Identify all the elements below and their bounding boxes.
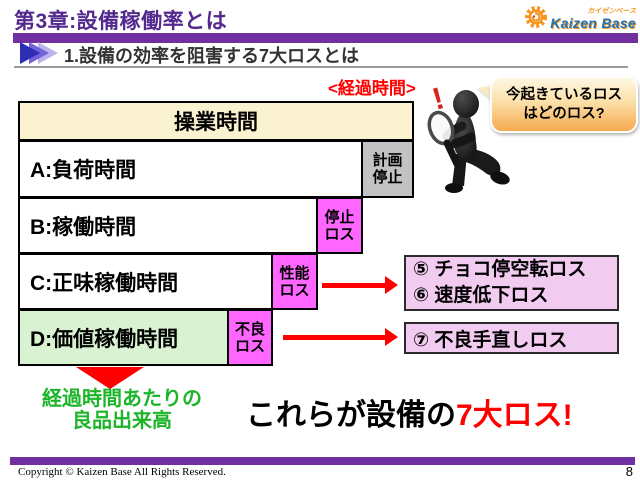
copyright-text: Copyright © Kaizen Base All Rights Reser… bbox=[18, 466, 226, 478]
loss-line2: ロス bbox=[234, 337, 265, 355]
title-accent-bar bbox=[13, 33, 638, 43]
footer-accent-bar bbox=[10, 457, 635, 465]
loss-item-5: ⑤ チョコ停空転ロス bbox=[413, 259, 587, 280]
logo-jp-text: カイゼンベース bbox=[587, 7, 636, 15]
loss-line2: ロス bbox=[324, 225, 355, 243]
table-row-load-time: A:負荷時間 bbox=[18, 140, 363, 198]
arrow-head-icon bbox=[385, 328, 398, 346]
subtitle-divider bbox=[14, 66, 628, 68]
row-label: A:負荷時間 bbox=[30, 159, 137, 182]
good-output-line1: 経過時間あたりの bbox=[42, 388, 202, 410]
kaizen-base-logo: カイゼンベース Kaizen Base bbox=[524, 3, 636, 34]
loss-line1: 不良 bbox=[234, 320, 265, 338]
gear-icon bbox=[524, 3, 548, 34]
loss-line2: 停止 bbox=[372, 169, 403, 186]
loss-cell-planned-stop: 計画 停止 bbox=[361, 140, 414, 198]
arrow-defect-loss bbox=[283, 335, 386, 340]
bubble-line2: はどのロス? bbox=[523, 105, 605, 122]
loss-cell-performance-loss: 性能 ロス bbox=[271, 253, 318, 310]
loss-box-5-6: ⑤ チョコ停空転ロス ⑥ 速度低下ロス bbox=[404, 255, 619, 311]
row-label: B:稼働時間 bbox=[30, 215, 137, 239]
table-row-working-time: B:稼働時間 bbox=[18, 197, 318, 254]
arrow-head-icon bbox=[385, 276, 398, 294]
speech-bubble: 今起きているロス はどのロス? bbox=[490, 76, 638, 133]
loss-line1: 停止 bbox=[324, 208, 355, 226]
chevron-dark bbox=[20, 42, 40, 64]
table-row-net-working-time: C:正味稼働時間 bbox=[18, 253, 273, 310]
arrow-performance-loss bbox=[322, 283, 386, 288]
good-output-label: 経過時間あたりの 良品出来高 bbox=[14, 388, 230, 432]
loss-line2: ロス bbox=[279, 281, 310, 299]
page-number: 8 bbox=[625, 464, 633, 479]
table-header-operating-time: 操業時間 bbox=[18, 101, 414, 141]
loss-line1: 性能 bbox=[279, 264, 310, 282]
table-row-value-working-time: D:価値稼働時間 bbox=[18, 309, 229, 366]
triple-chevron-right-icon bbox=[20, 41, 66, 65]
loss-item-7: ⑦ 不良手直しロス bbox=[413, 329, 568, 351]
row-label: C:正味稼働時間 bbox=[30, 271, 179, 295]
good-output-line2: 良品出来高 bbox=[72, 410, 172, 432]
row-label: D:価値稼働時間 bbox=[30, 327, 179, 351]
logo-en-text: Kaizen Base bbox=[550, 14, 636, 31]
page-title: 第3章:設備稼働率とは bbox=[14, 10, 228, 33]
bubble-line1: 今起きているロス bbox=[506, 86, 622, 103]
loss-box-7: ⑦ 不良手直しロス bbox=[404, 322, 619, 354]
loss-line1: 計画 bbox=[372, 152, 403, 169]
person-with-magnifying-glass bbox=[426, 86, 526, 201]
loss-cell-defect-loss: 不良 ロス bbox=[227, 309, 273, 366]
loss-cell-stop-loss: 停止 ロス bbox=[316, 197, 363, 254]
logo-text-block: カイゼンベース Kaizen Base bbox=[550, 8, 636, 30]
conclusion-prefix: これらが設備の bbox=[246, 399, 456, 432]
section-subtitle: 1.設備の効率を阻害する7大ロスとは bbox=[64, 46, 360, 66]
elapsed-time-label: <経過時間> bbox=[328, 79, 416, 98]
down-arrow-icon bbox=[76, 367, 144, 389]
loss-item-6: ⑥ 速度低下ロス bbox=[413, 285, 549, 306]
conclusion-highlight: 7大ロス! bbox=[456, 399, 573, 432]
conclusion-statement: これらが設備の7大ロス! bbox=[246, 390, 573, 434]
